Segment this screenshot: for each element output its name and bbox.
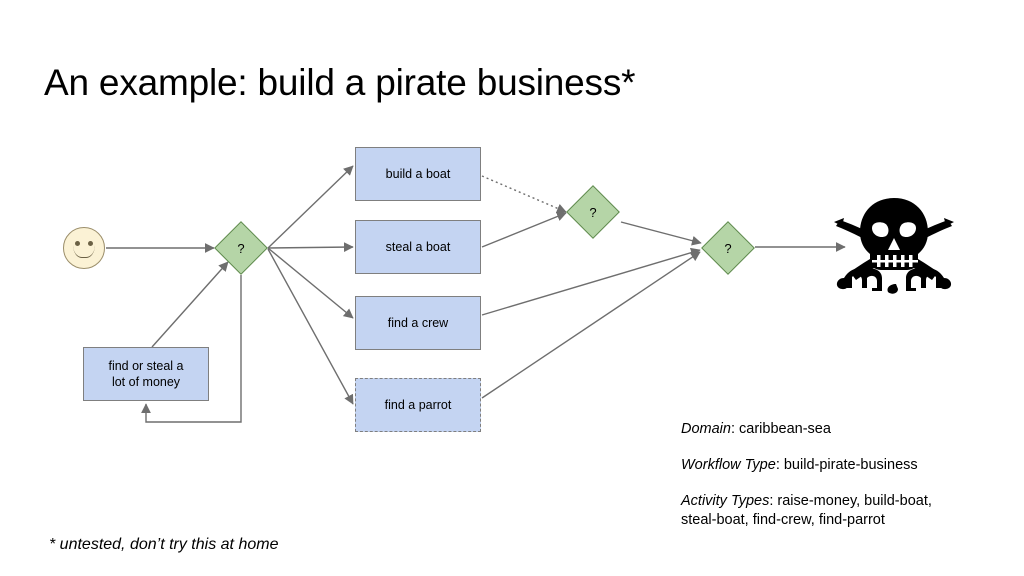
smiley-left-eye-icon: [75, 241, 80, 246]
legend-workflow-type-value: : build-pirate-business: [775, 457, 918, 473]
activity-find-a-crew-label: find a crew: [387, 316, 449, 330]
activity-raise-money-label-line2: lot of money: [111, 375, 181, 389]
legend-domain-value: : caribbean-sea: [730, 421, 831, 437]
legend-workflow-type: Workflow Type: build-pirate-business: [681, 456, 1001, 475]
edge-steal-a-boat-to-decision2: [481, 211, 567, 248]
decision-node-3-label: ?: [724, 240, 732, 256]
legend-activity-types-value-line1: : raise-money, build-boat,: [769, 493, 932, 509]
activity-build-a-boat-label: build a boat: [385, 167, 451, 181]
activity-find-a-parrot[interactable]: find a parrot: [355, 378, 481, 432]
decision-node-2-label: ?: [589, 204, 597, 220]
edge-build-a-boat-to-decision2-dotted: [481, 175, 567, 213]
legend-activity-types-key: Activity Types: [681, 493, 770, 509]
legend-workflow-type-key: Workflow Type: [681, 457, 776, 473]
decision-node-2[interactable]: ?: [566, 185, 620, 239]
activity-find-a-crew[interactable]: find a crew: [355, 296, 481, 350]
edge-decision2-to-decision3: [620, 221, 702, 246]
edge-decision1-to-find-a-crew: [267, 247, 354, 319]
legend-domain-key: Domain: [681, 421, 731, 437]
jolly-roger-logo: [834, 198, 954, 294]
edge-decision1-to-find-a-parrot: [267, 248, 354, 405]
smiley-mouth-icon: [73, 245, 95, 258]
edge-decision1-loop-to-raise-money: [141, 275, 242, 423]
legend-activity-types: Activity Types: raise-money, build-boat,…: [681, 492, 1001, 530]
decision-node-1[interactable]: ?: [214, 221, 268, 275]
edge-decision1-to-build-a-boat: [267, 165, 354, 249]
start-node-smiley-icon[interactable]: [63, 227, 105, 269]
decision-node-3[interactable]: ?: [701, 221, 755, 275]
activity-raise-money-label-line1: find or steal a: [108, 359, 184, 373]
edge-decision1-to-steal-a-boat: [267, 242, 354, 253]
edge-find-a-parrot-to-decision3: [481, 251, 701, 399]
edge-find-a-crew-to-decision3: [481, 247, 701, 316]
activity-find-a-parrot-label: find a parrot: [384, 398, 452, 412]
edge-raise-money-to-decision1: [151, 261, 229, 348]
footnote: * untested, don’t try this at home: [49, 536, 279, 553]
smiley-right-eye-icon: [88, 241, 93, 246]
activity-steal-a-boat-label: steal a boat: [385, 240, 451, 254]
legend-domain: Domain: caribbean-sea: [681, 420, 1001, 439]
decision-node-1-label: ?: [237, 240, 245, 256]
page-title: An example: build a pirate business*: [44, 62, 636, 103]
legend: Domain: caribbean-sea Workflow Type: bui…: [681, 420, 1001, 530]
activity-raise-money[interactable]: find or steal a lot of money: [83, 347, 209, 401]
legend-activity-types-value-line2: steal-boat, find-crew, find-parrot: [681, 512, 885, 528]
activity-steal-a-boat[interactable]: steal a boat: [355, 220, 481, 274]
activity-build-a-boat[interactable]: build a boat: [355, 147, 481, 201]
